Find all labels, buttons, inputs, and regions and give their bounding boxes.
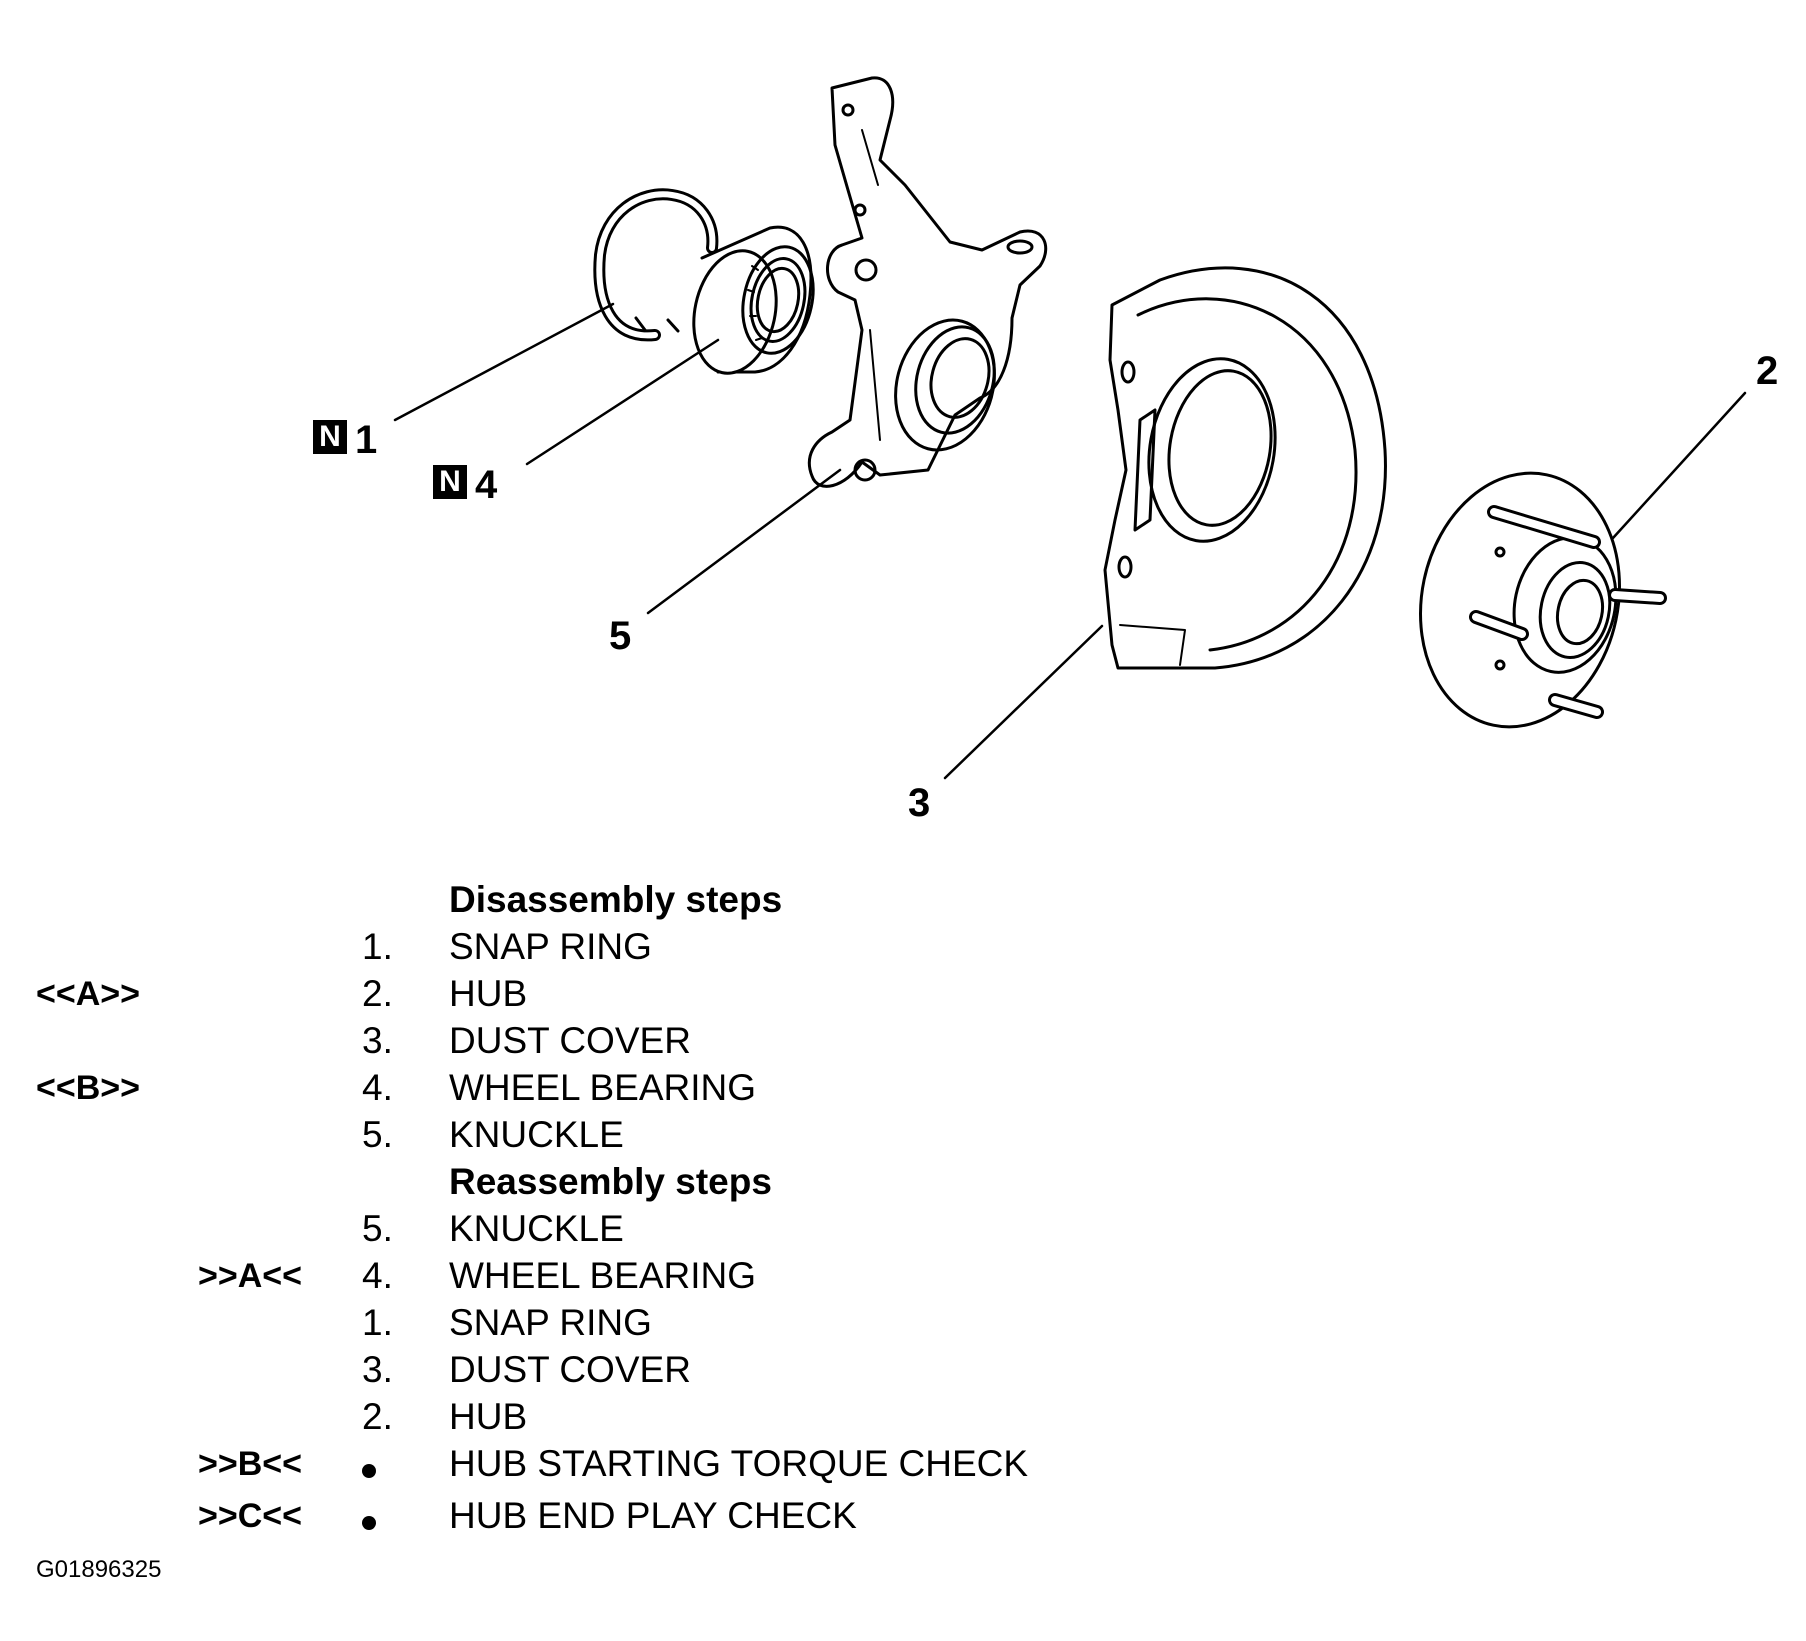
leader-line-4 bbox=[525, 338, 720, 466]
leader-lines bbox=[393, 302, 1747, 780]
disassembly-heading: Disassembly steps bbox=[449, 879, 783, 920]
dust-cover-part bbox=[1103, 266, 1387, 670]
list-item: >>C<< HUB END PLAY CHECK bbox=[198, 1495, 857, 1536]
figure-id: G01896325 bbox=[36, 1556, 162, 1583]
new-part-badge: N bbox=[433, 465, 467, 499]
new-part-badge: N bbox=[313, 420, 347, 454]
leader-line-3 bbox=[943, 624, 1104, 780]
bullet-icon bbox=[362, 1464, 376, 1478]
knuckle-part bbox=[807, 76, 1048, 488]
list-item: >>B<< HUB STARTING TORQUE CHECK bbox=[198, 1443, 1029, 1484]
snap-ring-part bbox=[593, 188, 719, 342]
list-item: 3. DUST COVER bbox=[362, 1020, 691, 1061]
reassembly-heading: Reassembly steps bbox=[449, 1161, 772, 1202]
bullet-icon bbox=[362, 1516, 376, 1530]
list-item: >>A<< 4. WHEEL BEARING bbox=[198, 1255, 757, 1296]
leader-line-1 bbox=[393, 302, 615, 422]
list-item: 5. KNUCKLE bbox=[362, 1114, 624, 1155]
list-item: 1. SNAP RING bbox=[362, 1302, 652, 1343]
wheel-bearing-part bbox=[692, 225, 815, 375]
leader-line-2 bbox=[1611, 391, 1747, 540]
leader-line-5 bbox=[646, 468, 842, 615]
list-item: 2. HUB bbox=[362, 1396, 528, 1437]
exploded-view-diagram bbox=[393, 76, 1747, 780]
list-item: 1. SNAP RING bbox=[362, 926, 652, 967]
list-item: 3. DUST COVER bbox=[362, 1349, 691, 1390]
list-item: <<A>> 2. HUB bbox=[36, 973, 528, 1014]
callout-2: 2 bbox=[1756, 349, 1779, 393]
list-item: 5. KNUCKLE bbox=[362, 1208, 624, 1249]
hub-part bbox=[1419, 471, 1667, 729]
callout-3: 3 bbox=[908, 781, 931, 825]
list-item: <<B>> 4. WHEEL BEARING bbox=[36, 1067, 757, 1108]
callout-5: 5 bbox=[609, 614, 632, 658]
